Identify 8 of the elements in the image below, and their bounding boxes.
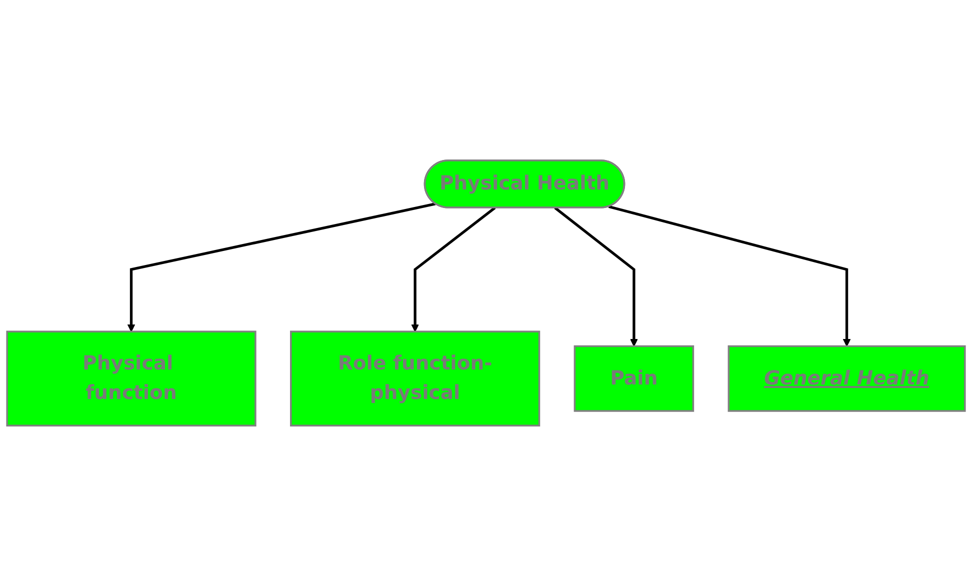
node-box: Physical function [6, 330, 256, 426]
node-box: Pain [574, 345, 694, 412]
arrow [608, 205, 851, 347]
arrow [554, 206, 638, 347]
node-box: General Health [728, 345, 966, 412]
arrow [127, 202, 436, 332]
node-box: Role function-physical [290, 330, 540, 426]
arrow [411, 206, 496, 332]
